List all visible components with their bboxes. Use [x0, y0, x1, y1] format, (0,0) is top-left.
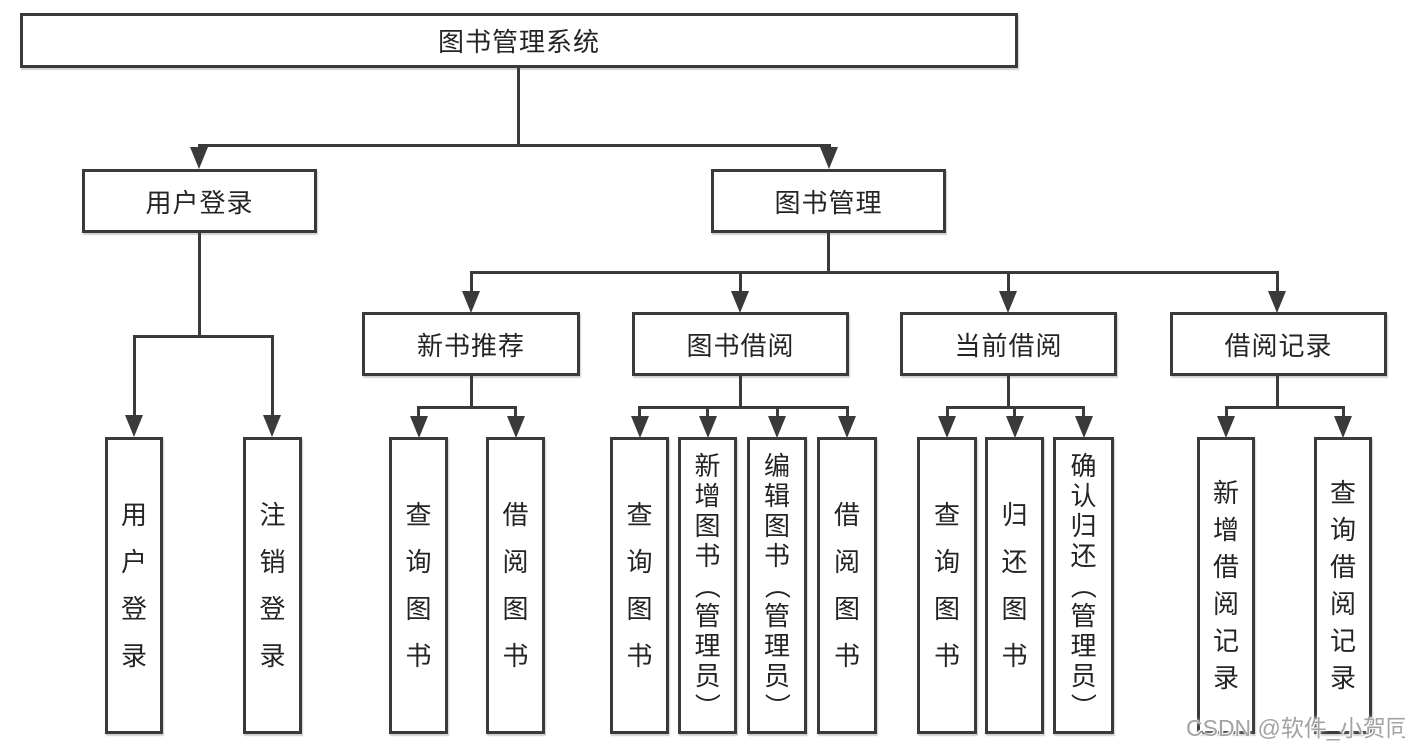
arrow-down-icon: [1217, 416, 1235, 438]
arrow-down-icon: [699, 416, 717, 438]
leaf-label: 新增借阅记录: [1212, 478, 1239, 693]
leaf-add-book-admin: 新增图书（管理员）: [678, 437, 737, 734]
connector: [517, 68, 520, 144]
connector: [1226, 406, 1343, 409]
connector: [133, 335, 136, 417]
csdn-watermark: CSDN @软件_小贺同学: [1186, 715, 1405, 741]
leaf-query-borrow-record: 查询借阅记录: [1314, 437, 1372, 734]
arrow-down-icon: [999, 291, 1017, 313]
node-borrow-records: 借阅记录: [1170, 312, 1387, 376]
leaf-borrow-books-recommend: 借阅图书: [486, 437, 545, 734]
arrow-down-icon: [768, 416, 786, 438]
connector: [199, 144, 829, 147]
node-label: 图书管理: [774, 187, 883, 218]
connector: [470, 376, 473, 409]
arrow-down-icon: [462, 291, 480, 313]
connector: [639, 406, 848, 409]
connector: [1225, 406, 1228, 419]
leaf-borrow-books: 借阅图书: [817, 437, 877, 734]
connector: [134, 335, 273, 338]
arrow-down-icon: [820, 147, 838, 169]
leaf-label: 借阅图书: [502, 500, 529, 671]
node-label: 新书推荐: [416, 330, 525, 361]
connector: [776, 406, 779, 419]
arrow-down-icon: [1268, 291, 1286, 313]
connector: [638, 406, 641, 419]
leaf-label: 注销登录: [259, 500, 286, 671]
arrow-down-icon: [263, 415, 281, 437]
leaf-label: 编辑图书（管理员）: [761, 450, 792, 719]
leaf-label: 查询借阅记录: [1329, 478, 1356, 693]
connector: [470, 271, 473, 293]
connector: [471, 271, 1278, 274]
leaf-label: 查询图书: [933, 500, 960, 671]
leaf-query-books-recommend: 查询图书: [389, 437, 448, 734]
arrow-down-icon: [938, 416, 956, 438]
connector: [1007, 271, 1010, 293]
arrow-down-icon: [507, 416, 525, 438]
arrow-down-icon: [1006, 416, 1024, 438]
connector: [1013, 406, 1016, 419]
connector: [514, 406, 517, 419]
arrow-down-icon: [631, 416, 649, 438]
node-label: 用户登录: [145, 187, 254, 218]
connector: [846, 406, 849, 419]
node-label: 图书借阅: [686, 330, 795, 361]
leaf-label: 用户登录: [120, 500, 147, 671]
connector: [1082, 406, 1085, 419]
arrow-down-icon: [838, 416, 856, 438]
node-label: 当前借阅: [954, 330, 1063, 361]
node-book-management: 图书管理: [711, 169, 946, 233]
connector: [418, 406, 517, 409]
leaf-query-books-current: 查询图书: [917, 437, 977, 734]
connector: [1276, 376, 1279, 409]
leaf-user-login: 用户登录: [105, 437, 163, 734]
node-root: 图书管理系统: [20, 13, 1018, 68]
leaf-return-book: 归还图书: [985, 437, 1044, 734]
node-user-login: 用户登录: [82, 169, 317, 233]
leaf-label: 新增图书（管理员）: [692, 450, 723, 719]
connector: [946, 406, 949, 419]
connector: [198, 233, 201, 338]
leaf-label: 确认归还（管理员）: [1068, 450, 1099, 719]
node-book-borrow: 图书借阅: [632, 312, 849, 376]
leaf-edit-book-admin: 编辑图书（管理员）: [747, 437, 807, 734]
leaf-label: 借阅图书: [833, 500, 860, 671]
arrow-down-icon: [190, 147, 208, 169]
connector: [706, 406, 709, 419]
arrow-down-icon: [1075, 416, 1093, 438]
connector: [271, 335, 274, 417]
connector: [827, 233, 830, 274]
connector: [417, 406, 420, 419]
leaf-label: 查询图书: [405, 500, 432, 671]
connector: [739, 376, 742, 409]
arrow-down-icon: [1334, 416, 1352, 438]
leaf-logout: 注销登录: [243, 437, 302, 734]
leaf-query-books-borrow: 查询图书: [610, 437, 669, 734]
connector: [1007, 376, 1010, 409]
node-label: 借阅记录: [1224, 330, 1333, 361]
connector: [1342, 406, 1345, 419]
node-new-book-recommend: 新书推荐: [362, 312, 580, 376]
connector: [1276, 271, 1279, 293]
leaf-add-borrow-record: 新增借阅记录: [1197, 437, 1255, 734]
connector: [739, 271, 742, 293]
arrow-down-icon: [731, 291, 749, 313]
node-current-borrow: 当前借阅: [900, 312, 1117, 376]
leaf-label: 归还图书: [1001, 500, 1028, 671]
arrow-down-icon: [125, 415, 143, 437]
node-label: 图书管理系统: [437, 27, 600, 57]
leaf-label: 查询图书: [626, 500, 653, 671]
leaf-confirm-return-admin: 确认归还（管理员）: [1053, 437, 1114, 734]
arrow-down-icon: [410, 416, 428, 438]
